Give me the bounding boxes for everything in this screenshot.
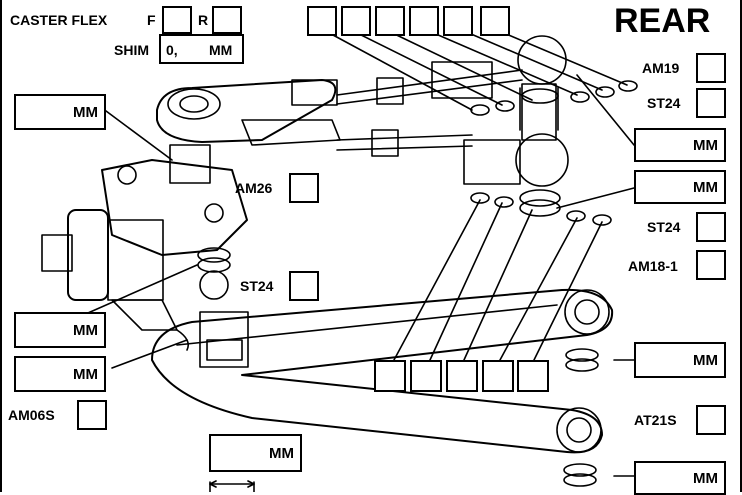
shim-unit: MM (209, 42, 233, 58)
lower-arm-mm-unit-1: MM (693, 351, 718, 369)
hub-mm-unit-2: MM (73, 365, 98, 383)
upper-shim-box-3[interactable] (375, 6, 405, 36)
shim-value: 0, (166, 42, 178, 58)
part-am19-label: AM19 (642, 60, 680, 76)
upper-shim-box-4[interactable] (409, 6, 439, 36)
part-am18-label: AM18-1 (628, 258, 678, 274)
part-st24-b-box[interactable] (289, 271, 319, 301)
track-width-mm-box[interactable]: MM (209, 434, 302, 472)
caster-rear-box[interactable] (212, 6, 242, 34)
upper-shim-box-2[interactable] (341, 6, 371, 36)
upper-shim-box-1[interactable] (307, 6, 337, 36)
upper-link-mm-box[interactable]: MM (634, 128, 726, 162)
upper-shim-box-6[interactable] (480, 6, 510, 36)
hub-mm-box-2[interactable]: MM (14, 356, 106, 392)
shim-box[interactable] (159, 34, 244, 64)
part-am26-box[interactable] (289, 173, 319, 203)
upper-shim-box-5[interactable] (443, 6, 473, 36)
part-st24-c-box[interactable] (696, 212, 726, 242)
upper-arm-mm-box[interactable]: MM (14, 94, 106, 130)
upper-link-mm-unit: MM (693, 136, 718, 154)
part-am06s-label: AM06S (8, 407, 55, 423)
shim-label: SHIM (114, 42, 149, 58)
page-title: REAR (614, 2, 711, 40)
caster-rear-label: R (198, 12, 209, 28)
part-am26-label: AM26 (235, 180, 273, 196)
part-st24-c-label: ST24 (647, 219, 681, 235)
lower-shim-box-1[interactable] (374, 360, 406, 392)
part-am18-box[interactable] (696, 250, 726, 280)
track-width-mm-unit: MM (269, 444, 294, 462)
lower-arm-mm-box-1[interactable]: MM (634, 342, 726, 378)
part-st24-a-box[interactable] (696, 88, 726, 118)
lower-arm-mm-unit-2: MM (693, 469, 718, 487)
part-am06s-box[interactable] (77, 400, 107, 430)
mid-link-mm-unit: MM (693, 178, 718, 196)
lower-shim-box-4[interactable] (482, 360, 514, 392)
part-at21s-label: AT21S (634, 412, 677, 428)
lower-arm-mm-box-2[interactable]: MM (634, 461, 726, 495)
part-am19-box[interactable] (696, 53, 726, 83)
upper-arm-mm-unit: MM (73, 103, 98, 121)
lower-shim-box-3[interactable] (446, 360, 478, 392)
part-at21s-box[interactable] (696, 405, 726, 435)
mid-link-mm-box[interactable]: MM (634, 170, 726, 204)
part-st24-a-label: ST24 (647, 95, 681, 111)
lower-shim-box-2[interactable] (410, 360, 442, 392)
hub-mm-unit-1: MM (73, 321, 98, 339)
lower-shim-box-5[interactable] (517, 360, 549, 392)
hub-mm-box-1[interactable]: MM (14, 312, 106, 348)
caster-front-box[interactable] (162, 6, 192, 34)
part-st24-b-label: ST24 (240, 278, 274, 294)
caster-flex-label: CASTER FLEX (10, 12, 108, 28)
caster-front-label: F (147, 12, 156, 28)
